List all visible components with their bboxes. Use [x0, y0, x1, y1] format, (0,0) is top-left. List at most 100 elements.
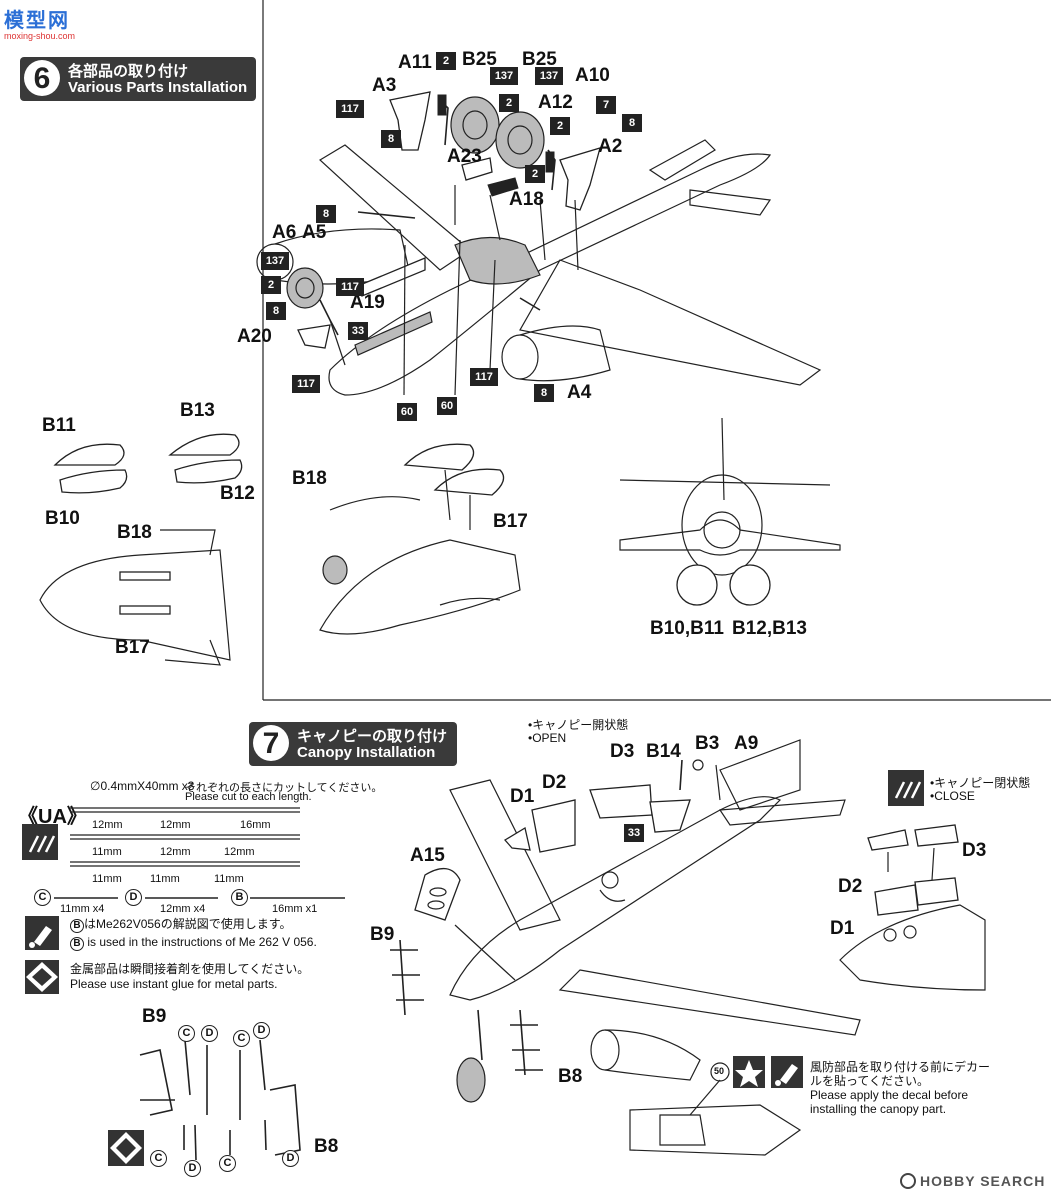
ua-row1-b: 12mm	[160, 819, 191, 831]
color-7: 7	[596, 96, 616, 114]
color-2b: 2	[499, 94, 519, 112]
color-117d: 117	[470, 368, 498, 386]
color-2e: 2	[261, 276, 281, 294]
label-B11: B11	[42, 415, 76, 436]
color-60b: 60	[437, 397, 457, 415]
label-D2-close: D2	[838, 876, 863, 897]
ua-d-C4: C	[219, 1155, 236, 1172]
ua-row3-a: 11mm	[92, 873, 122, 885]
label-A6: A6	[272, 222, 297, 243]
label-D1-close: D1	[830, 918, 855, 939]
color-137a: 137	[490, 67, 518, 85]
ua-row2-c: 12mm	[224, 846, 255, 858]
label-A20: A20	[237, 326, 272, 347]
label-front-left: B10,B11	[650, 618, 724, 639]
label-B17b: B17	[493, 511, 528, 532]
note-b-en-text: is used in the instructions of Me 262 V …	[84, 935, 317, 949]
note-glue-en: Please use instant glue for metal parts.	[70, 977, 278, 991]
color-2a: 2	[436, 52, 456, 70]
step6-title-jp: 各部品の取り付け	[68, 63, 189, 80]
color-8d: 8	[266, 302, 286, 320]
footer-logo-icon	[900, 1172, 916, 1189]
watermark-logo: 模型网 moxing-shou.com	[4, 4, 75, 41]
close-jp: •キャノピー閉状態	[930, 776, 1031, 790]
ua-row1-c: 16mm	[240, 819, 271, 831]
color-137c: 137	[261, 252, 289, 270]
decal-jp1: 風防部品を取り付ける前にデカー	[810, 1060, 991, 1074]
note-b-jp-letter: B	[70, 919, 84, 933]
decal-jp2: ルを貼ってください。	[810, 1074, 930, 1088]
label-D3-close: D3	[962, 840, 987, 861]
label-B3: B3	[695, 733, 720, 754]
ua-part-D-text: 12mm x4	[160, 903, 206, 915]
ua-part-B-letter: B	[231, 889, 248, 906]
color-33: 33	[348, 322, 368, 340]
step6-aircraft-diagram	[256, 91, 822, 396]
step6-title-en: Various Parts Installation	[68, 79, 248, 96]
ua-d-C3: C	[150, 1150, 167, 1167]
color-8a: 8	[381, 130, 401, 148]
color-8e: 8	[534, 384, 554, 402]
label-B14: B14	[646, 741, 681, 762]
label-B9: B9	[370, 924, 395, 945]
label-A19: A19	[350, 292, 385, 313]
step7-title-en: Canopy Installation	[297, 744, 436, 761]
ua-row1-a: 12mm	[92, 819, 123, 831]
label-A12: A12	[538, 92, 573, 113]
note-b-en: B is used in the instructions of Me 262 …	[70, 935, 317, 951]
note-glue-jp: 金属部品は瞬間接着剤を使用してください。	[70, 962, 310, 976]
decal-number: 50	[714, 1066, 725, 1076]
label-A3: A3	[372, 75, 397, 96]
color-117a: 117	[336, 100, 364, 118]
ua-row3-c: 11mm	[214, 873, 244, 885]
step7-header: 7 キャノピーの取り付け Canopy Installation	[249, 722, 457, 766]
label-B25a: B25	[462, 49, 497, 70]
ua-part-C-text: 11mm x4	[60, 903, 105, 915]
label-D2: D2	[542, 772, 567, 793]
label-A5: A5	[302, 222, 327, 243]
step6-number: 6	[24, 60, 60, 96]
ua-d-D3: D	[184, 1160, 201, 1177]
ua-row2-a: 11mm	[92, 846, 122, 858]
ua-d-D1: D	[201, 1025, 218, 1042]
ua-d-D4: D	[282, 1150, 299, 1167]
close-en: •CLOSE	[930, 789, 975, 803]
ua-title: 《UA》	[18, 806, 87, 828]
ua-wire-spec: ∅0.4mmX40mm x3	[90, 779, 195, 793]
color-8c: 8	[316, 205, 336, 223]
color-33-step7: 33	[624, 824, 644, 842]
open-jp: •キャノピー開状態	[528, 718, 629, 732]
color-2d: 2	[525, 165, 545, 183]
ua-part-B-text: 16mm x1	[272, 903, 318, 915]
ua-cut-en: Please cut to each length.	[185, 791, 312, 803]
watermark-url: moxing-shou.com	[4, 31, 76, 41]
decal-en1: Please apply the decal before	[810, 1088, 969, 1102]
ua-part-C-letter: C	[34, 889, 51, 906]
label-B18a: B18	[117, 522, 152, 543]
step7-title-jp: キャノピーの取り付け	[297, 728, 448, 745]
color-117b: 117	[336, 278, 364, 296]
label-B8-ua: B8	[314, 1136, 339, 1157]
note-b-en-letter: B	[70, 937, 84, 951]
label-A10: A10	[575, 65, 610, 86]
ua-part-D-letter: D	[125, 889, 142, 906]
label-A23: A23	[447, 146, 482, 167]
label-A18: A18	[509, 189, 544, 210]
label-D1: D1	[510, 786, 535, 807]
step6-header: 6 各部品の取り付け Various Parts Installation	[20, 57, 256, 101]
label-A15: A15	[410, 845, 445, 866]
label-B8: B8	[558, 1066, 583, 1087]
step7-number: 7	[253, 725, 289, 761]
label-B13: B13	[180, 400, 215, 421]
color-60a: 60	[397, 403, 417, 421]
open-en: •OPEN	[528, 731, 567, 745]
ua-d-C2: C	[233, 1030, 250, 1047]
label-B9-ua: B9	[142, 1006, 167, 1027]
ua-d-C1: C	[178, 1025, 195, 1042]
color-2c: 2	[550, 117, 570, 135]
footer-brand-text: HOBBY SEARCH	[920, 1172, 1046, 1189]
